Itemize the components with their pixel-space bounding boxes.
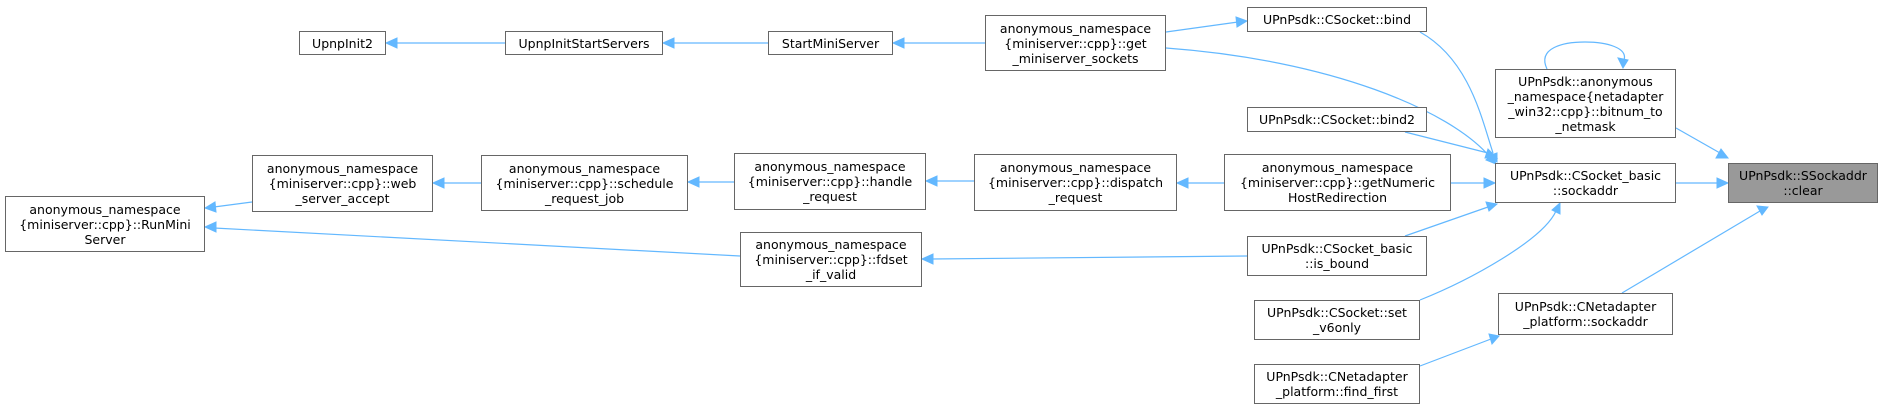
- edge-bitnum-to-clear-arrowhead: [1715, 148, 1730, 159]
- node-fdset-if-valid[interactable]: anonymous_namespace {miniserver::cpp}::f…: [740, 232, 922, 287]
- node-cnetadapter-platform-sockaddr[interactable]: UPnPsdk::CNetadapter _platform::sockaddr: [1498, 293, 1673, 335]
- edge-isbound-to-fdset: [930, 255, 1248, 260]
- node-schedule-request-job[interactable]: anonymous_namespace {miniserver::cpp}::s…: [481, 155, 688, 211]
- edge-getnumeric-to-basic-sockaddr-arrowhead: [1483, 177, 1497, 189]
- node-web-server-accept[interactable]: anonymous_namespace {miniserver::cpp}::w…: [252, 155, 433, 212]
- edge-isbound-to-fdset-arrowhead: [920, 253, 934, 265]
- node-csocket-bind[interactable]: UPnPsdk::CSocket::bind: [1247, 7, 1427, 32]
- edge-upnpinitstart-to-startminiserver-arrowhead: [661, 37, 675, 49]
- node-start-mini-server[interactable]: StartMiniServer: [768, 31, 893, 55]
- edge-findfirst-to-cnetadapter-sockaddr-arrowhead: [1488, 333, 1500, 346]
- edge-upnpinit2-to-upnpinitstart-arrowhead: [384, 37, 398, 49]
- edge-isbound-to-basic-sockaddr: [1404, 206, 1489, 237]
- edge-cnetadapter-sockaddr-to-clear-arrowhead: [1756, 205, 1769, 216]
- node-dispatch-request[interactable]: anonymous_namespace {miniserver::cpp}::d…: [974, 154, 1177, 211]
- node-ssockaddr-clear: UPnPsdk::SSockaddr ::clear: [1728, 163, 1878, 203]
- edge-bitnum-self-arrowhead: [1617, 57, 1629, 70]
- edge-startminiserver-to-getminiserver-arrowhead: [891, 37, 905, 49]
- edge-getminiserver-to-bind-arrowhead: [1235, 16, 1249, 28]
- edge-cnetadapter-sockaddr-to-clear: [1621, 210, 1761, 294]
- edge-fdset-to-runminiserver: [213, 227, 741, 257]
- node-bitnum-to-netmask[interactable]: UPnPsdk::anonymous _namespace{netadapter…: [1495, 69, 1676, 138]
- node-csocket-set-v6only[interactable]: UPnPsdk::CSocket::set _v6only: [1254, 300, 1420, 340]
- node-run-mini-server[interactable]: anonymous_namespace {miniserver::cpp}::R…: [5, 196, 205, 252]
- node-upnp-init-start-servers[interactable]: UpnpInitStartServers: [505, 31, 663, 55]
- edge-getminiserver-to-basic-sockaddr-arrowhead: [1485, 153, 1497, 165]
- edge-bind2-to-basic-sockaddr: [1404, 131, 1489, 154]
- edge-fdset-to-runminiserver-arrowhead: [203, 221, 217, 233]
- edge-bind-to-basic-sockaddr: [1419, 31, 1494, 154]
- node-csocket-basic-sockaddr[interactable]: UPnPsdk::CSocket_basic ::sockaddr: [1495, 163, 1676, 203]
- edge-runminiserver-to-webserver-arrowhead: [203, 201, 217, 213]
- edge-dispatch-to-getnumeric-arrowhead: [1175, 177, 1189, 189]
- edge-getminiserver-to-basic-sockaddr: [1165, 47, 1491, 158]
- node-get-numeric-host-redirection[interactable]: anonymous_namespace {miniserver::cpp}::g…: [1224, 154, 1451, 211]
- edge-csocket-basic-sockaddr-to-clear-arrowhead: [1716, 177, 1730, 189]
- edge-schedule-to-handle-arrowhead: [686, 176, 700, 188]
- node-csocket-basic-is-bound[interactable]: UPnPsdk::CSocket_basic ::is_bound: [1247, 236, 1427, 276]
- node-handle-request[interactable]: anonymous_namespace {miniserver::cpp}::h…: [734, 153, 926, 210]
- node-upnp-init2[interactable]: UpnpInit2: [299, 31, 386, 55]
- edge-isbound-to-basic-sockaddr-arrowhead: [1485, 201, 1499, 212]
- edge-webserver-to-schedule-arrowhead: [431, 177, 445, 189]
- edge-bitnum-to-clear: [1675, 127, 1721, 154]
- edge-handle-to-dispatch-arrowhead: [924, 175, 938, 187]
- edge-setv6only-to-basic-sockaddr: [1419, 210, 1557, 301]
- edge-bitnum-self: [1544, 41, 1625, 70]
- node-csocket-bind2[interactable]: UPnPsdk::CSocket::bind2: [1247, 107, 1427, 132]
- edge-getminiserver-to-bind: [1165, 21, 1239, 33]
- edge-setv6only-to-basic-sockaddr-arrowhead: [1551, 201, 1561, 215]
- edge-runminiserver-to-webserver: [213, 201, 253, 208]
- node-cnetadapter-find-first[interactable]: UPnPsdk::CNetadapter _platform::find_fir…: [1254, 364, 1420, 404]
- edge-findfirst-to-cnetadapter-sockaddr: [1419, 338, 1492, 367]
- node-get-miniserver-sockets[interactable]: anonymous_namespace {miniserver::cpp}::g…: [985, 15, 1166, 71]
